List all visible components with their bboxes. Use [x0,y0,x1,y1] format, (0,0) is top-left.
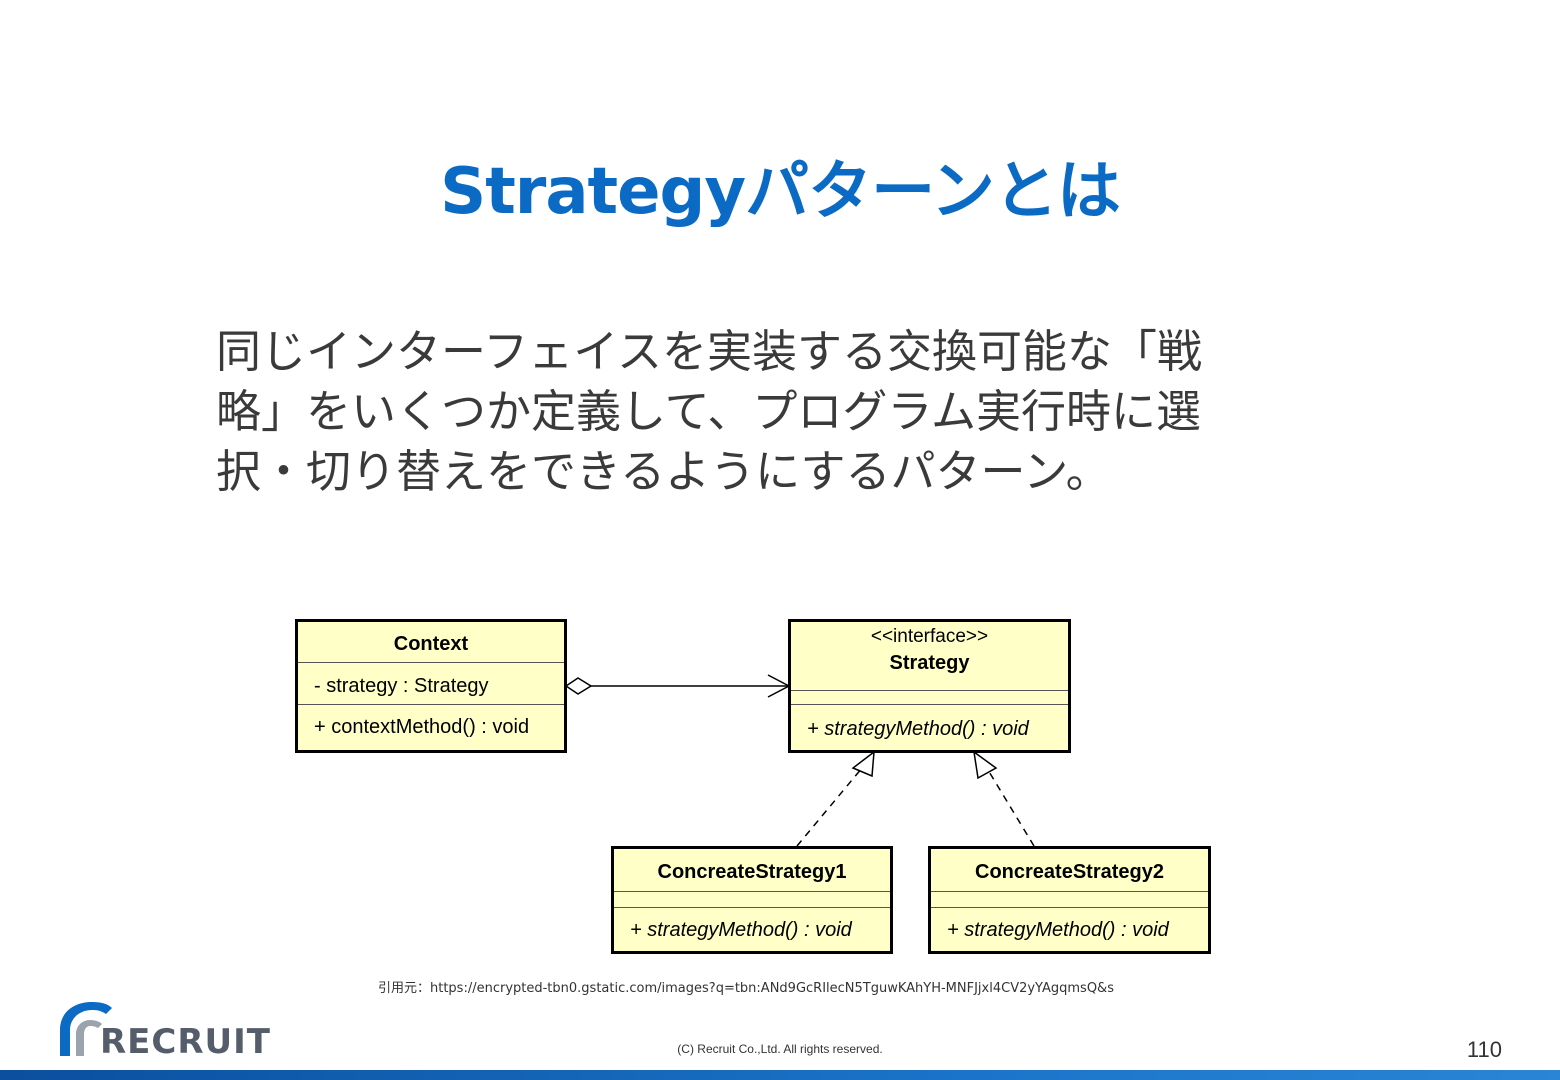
body-line-2: 略」をいくつか定義して、プログラム実行時に選 [216,385,1202,438]
uml-class-concrete-strategy-2: ConcreateStrategy2 + strategyMethod() : … [928,846,1211,954]
logo-wordmark: RECRUIT [100,1022,271,1062]
realization-arrowhead-2 [972,750,998,780]
concrete1-class-name: ConcreateStrategy1 [657,861,847,883]
strategy-stereotype: <<interface>> [870,626,989,647]
realization-line-1 [796,767,863,847]
body-line-3: 択・切り替えをできるようにするパターン。 [216,445,1111,498]
strategy-interface-name: Strategy [889,652,970,674]
strategy-operation: + strategyMethod() : void [791,704,1068,750]
uml-interface-strategy: <<interface>> Strategy + strategyMethod(… [788,619,1071,753]
strategy-attributes-section [791,690,1068,704]
concrete2-operation: + strategyMethod() : void [931,907,1208,951]
context-operation: + contextMethod() : void [298,704,564,748]
recruit-logo-icon [60,1002,112,1056]
slide-title: Strategyパターンとは [440,155,1121,229]
realization-line-2 [987,769,1035,847]
concrete1-attributes-section [614,891,890,907]
citation: 引用元：https://encrypted-tbn0.gstatic.com/i… [378,981,1114,996]
concrete2-attributes-section [931,891,1208,907]
context-attribute: - strategy : Strategy [298,662,564,704]
copyright-notice: (C) Recruit Co.,Ltd. All rights reserved… [677,1042,883,1056]
uml-class-concrete-strategy-1: ConcreateStrategy1 + strategyMethod() : … [611,846,893,954]
navigation-arrowhead [767,674,791,698]
slide-body: 同じインターフェイスを実装する交換可能な「戦 略」をいくつか定義して、プログラム… [216,322,1296,502]
footer-bar [0,1070,1560,1080]
concrete1-operation: + strategyMethod() : void [614,907,890,951]
body-line-1: 同じインターフェイスを実装する交換可能な「戦 [216,325,1202,378]
uml-class-context: Context - strategy : Strategy + contextM… [295,619,567,753]
context-class-name: Context [393,633,469,655]
realization-arrowhead-1 [851,750,875,778]
aggregation-diamond [564,677,593,695]
page-number: 110 [1466,1037,1502,1062]
concrete2-class-name: ConcreateStrategy2 [975,861,1164,883]
